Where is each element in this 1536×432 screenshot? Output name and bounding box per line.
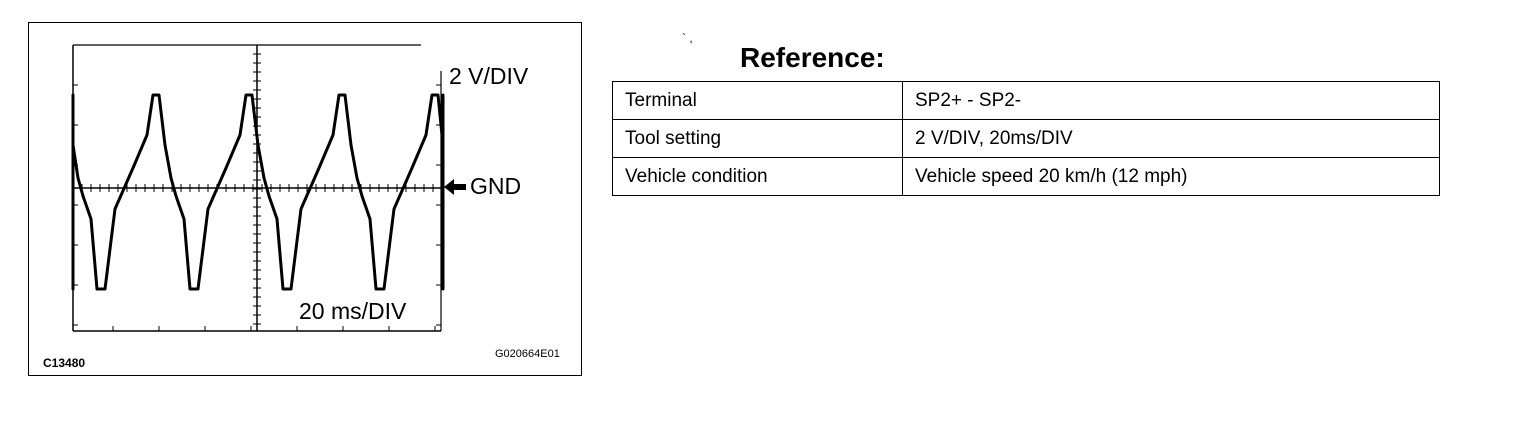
row-label: Terminal (612, 81, 903, 120)
row-label: Vehicle condition (612, 157, 903, 196)
reference-table: Terminal SP2+ - SP2- Tool setting 2 V/DI… (612, 81, 1440, 196)
table-row: Vehicle condition Vehicle speed 20 km/h … (612, 157, 1440, 196)
stray-mark: ` , (682, 31, 693, 45)
scope-grid (72, 44, 442, 332)
left-arrow-icon (444, 178, 466, 195)
row-value: Vehicle speed 20 km/h (12 mph) (902, 157, 1440, 196)
row-value: SP2+ - SP2- (902, 81, 1440, 120)
waveform-figure: 2 V/DIV GND 20 ms/DIV C13480 G020664E01 (28, 22, 582, 376)
oscilloscope-screen (71, 44, 445, 332)
reference-title: Reference: (740, 42, 885, 73)
volts-per-div-label: 2 V/DIV (449, 63, 529, 89)
waveform-trace (71, 93, 445, 291)
row-label: Tool setting (612, 119, 903, 158)
graphic-code: G020664E01 (495, 348, 560, 360)
table-row: Terminal SP2+ - SP2- (612, 81, 1440, 120)
row-value: 2 V/DIV, 20ms/DIV (902, 119, 1440, 158)
time-per-div-label: 20 ms/DIV (299, 298, 407, 324)
figure-code: C13480 (43, 356, 86, 370)
gnd-marker: GND (444, 175, 521, 198)
gnd-label: GND (470, 173, 522, 199)
table-row: Tool setting 2 V/DIV, 20ms/DIV (612, 119, 1440, 158)
